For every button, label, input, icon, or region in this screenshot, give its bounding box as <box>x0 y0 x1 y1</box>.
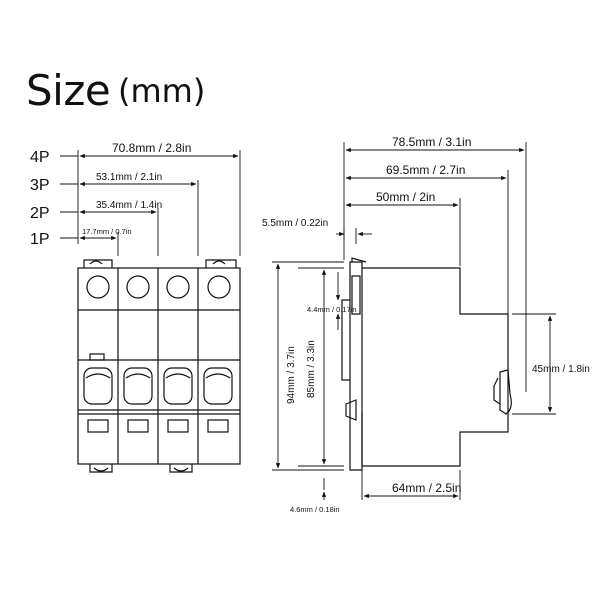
side-view <box>341 257 512 471</box>
clip-arc-right <box>212 260 226 265</box>
bottom-clip-right <box>169 464 193 473</box>
height-total-label: 94mm / 3.7in <box>286 346 297 404</box>
depth-mid-label: 69.5mm / 2.7in <box>386 163 465 177</box>
front-dimensions <box>60 150 241 256</box>
top-clip-right <box>205 259 237 268</box>
side-body-outline <box>362 267 509 467</box>
pole-label-1p: 1P <box>30 231 50 248</box>
pole-label-3p: 3P <box>30 177 50 194</box>
bottom-clip-left <box>89 464 113 473</box>
window-depth-label: 4.4mm / 0.17in <box>307 305 357 314</box>
title-size: Size <box>26 66 111 115</box>
width-2p: 35.4mm / 1.4in <box>96 200 162 211</box>
breaker-body <box>77 267 241 465</box>
depth-front-label: 50mm / 2in <box>376 190 435 204</box>
depth-total-label: 78.5mm / 3.1in <box>392 135 471 149</box>
terminal-screw <box>86 275 110 299</box>
face-height-label: 45mm / 1.8in <box>532 364 590 375</box>
side-dimensions <box>272 142 556 500</box>
front-step-label: 5.5mm / 0.22in <box>262 218 328 229</box>
width-4p: 70.8mm / 2.8in <box>112 141 191 155</box>
terminal-screw <box>166 275 190 299</box>
pole-label-2p: 2P <box>30 205 50 222</box>
height-body-label: 85mm / 3.3in <box>306 340 317 398</box>
top-clip-left <box>83 259 113 268</box>
front-view <box>77 259 241 473</box>
width-3p: 53.1mm / 2.1in <box>96 172 162 183</box>
base-depth-label: 64mm / 2.5in <box>392 481 461 495</box>
pole-label-4p: 4P <box>30 149 50 166</box>
title-unit: (mm) <box>118 72 206 110</box>
terminal-screw <box>126 275 150 299</box>
clip-arc-left <box>89 260 103 265</box>
terminal-screw <box>207 275 231 299</box>
side-window <box>351 275 361 315</box>
bottom-offset-label: 4.6mm / 0.18in <box>290 505 340 514</box>
width-1p: 17.7mm / 0.7in <box>82 227 132 236</box>
